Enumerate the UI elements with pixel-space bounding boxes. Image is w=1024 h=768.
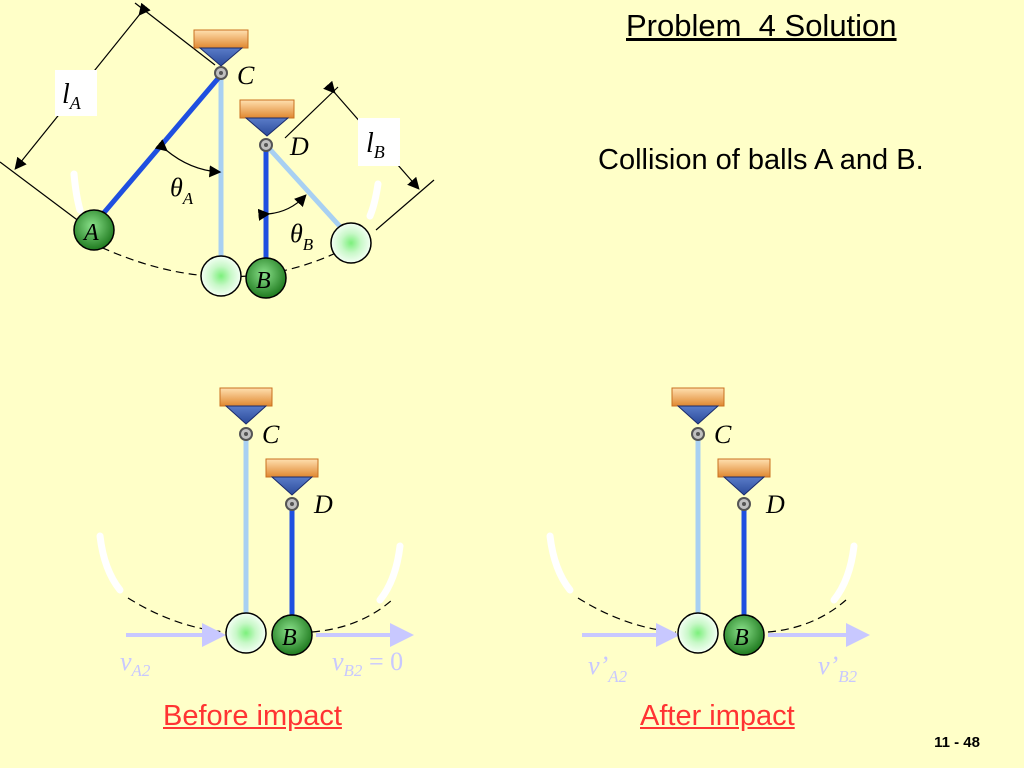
label-ball-b-before: B	[282, 625, 297, 651]
label-l-a: lA	[62, 79, 82, 113]
before-impact-diagram: C D B vA2 vB2 = 0	[96, 387, 414, 680]
caption-before-impact: Before impact	[163, 700, 342, 732]
ball-b	[245, 257, 287, 299]
label-ball-a: A	[82, 220, 99, 246]
label-theta-a: θA	[170, 173, 194, 208]
mount-d	[239, 99, 295, 119]
label-ball-b-after: B	[734, 625, 749, 651]
label-vb2-prime: v’B2	[818, 651, 858, 686]
mount-c	[193, 29, 249, 49]
slide-title: Problem 4 Solution	[626, 8, 897, 43]
ball-b-ghost	[330, 222, 372, 264]
after-impact-diagram: C D B v’A2 v’B2	[546, 387, 870, 686]
label-d-after: D	[765, 490, 785, 519]
top-diagram: C D A B lA lB θA θB	[0, 2, 435, 299]
caption-after-impact: After impact	[640, 700, 795, 732]
slide-subtitle: Collision of balls A and B.	[598, 144, 924, 176]
label-ball-b: B	[256, 268, 271, 294]
label-c-after: C	[714, 420, 732, 449]
label-va2-prime: v’A2	[588, 651, 628, 686]
ball-a	[73, 209, 115, 251]
label-d: D	[289, 132, 309, 161]
label-vb2: vB2 = 0	[332, 647, 403, 680]
label-theta-b: θB	[290, 219, 314, 254]
ball-a-ghost	[200, 255, 242, 297]
page-number: 11 - 48	[934, 734, 980, 751]
label-c-before: C	[262, 420, 280, 449]
label-l-b: lB	[366, 128, 385, 162]
label-d-before: D	[313, 490, 333, 519]
label-va2: vA2	[120, 647, 151, 680]
label-c: C	[237, 61, 255, 90]
